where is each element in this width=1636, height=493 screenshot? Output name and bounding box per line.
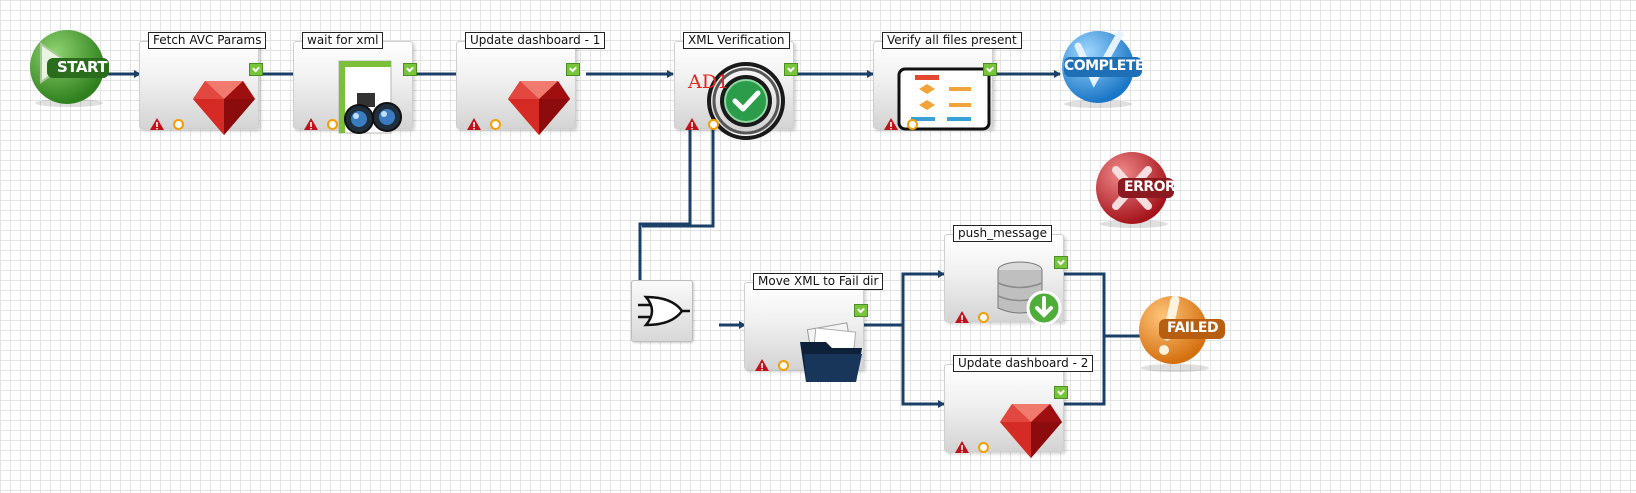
node-label: push_message xyxy=(953,225,1053,242)
output-port[interactable] xyxy=(978,312,989,323)
folder-icon xyxy=(800,322,862,382)
output-port[interactable] xyxy=(708,119,719,130)
complete-terminal[interactable]: COMPLETE xyxy=(1060,28,1180,108)
xml-verification-tag: AD1 xyxy=(688,71,730,93)
warning-icon[interactable] xyxy=(149,117,165,131)
warning-icon[interactable] xyxy=(754,358,770,372)
warning-icon[interactable] xyxy=(883,117,899,131)
wire-move-update2 xyxy=(901,325,945,408)
error-icon xyxy=(1096,152,1174,228)
warning-icon[interactable] xyxy=(684,117,700,131)
node-label: Update dashboard - 1 xyxy=(465,32,606,49)
output-port[interactable] xyxy=(778,360,789,371)
ruby-gem-icon xyxy=(508,81,570,135)
success-port[interactable] xyxy=(1054,256,1068,269)
failed-icon xyxy=(1139,295,1225,372)
success-port[interactable] xyxy=(854,304,868,317)
node-verify-all-files[interactable]: Verify all files present xyxy=(873,32,1022,131)
or-gate-icon xyxy=(638,295,690,327)
output-port[interactable] xyxy=(327,119,338,130)
success-port[interactable] xyxy=(784,63,798,76)
node-label: Update dashboard - 2 xyxy=(953,355,1094,372)
failed-terminal[interactable]: FAILED xyxy=(1137,292,1237,372)
output-port[interactable] xyxy=(173,119,184,130)
green-check-icon xyxy=(707,62,785,140)
node-wait-for-xml[interactable]: wait for xml xyxy=(293,32,417,134)
ruby-gem-icon xyxy=(1000,404,1062,458)
wire-push-failed xyxy=(1060,272,1149,340)
wire-xmlver-or-b xyxy=(642,122,715,228)
node-label: wait for xml xyxy=(302,32,384,49)
node-label: Move XML to Fail dir xyxy=(753,273,884,290)
node-fetch-avc-params[interactable]: Fetch AVC Params xyxy=(139,32,267,135)
warning-icon[interactable] xyxy=(303,117,319,131)
error-terminal[interactable]: ERROR xyxy=(1096,148,1186,228)
node-label: Verify all files present xyxy=(882,32,1022,49)
binoculars-icon xyxy=(338,60,402,134)
wire-move-branch xyxy=(862,270,945,327)
complete-icon xyxy=(1062,30,1142,108)
node-label: XML Verification xyxy=(683,32,790,49)
success-port[interactable] xyxy=(566,63,580,76)
success-port[interactable] xyxy=(1054,386,1068,399)
success-port[interactable] xyxy=(983,63,997,76)
node-update-dashboard-1[interactable]: Update dashboard - 1 xyxy=(456,32,606,135)
node-move-xml-fail[interactable]: Move XML to Fail dir xyxy=(744,273,884,382)
warning-icon[interactable] xyxy=(466,117,482,131)
output-port[interactable] xyxy=(907,119,918,130)
success-port[interactable] xyxy=(403,63,417,76)
success-port[interactable] xyxy=(249,63,263,76)
flowchart-icon xyxy=(897,67,991,131)
wire-update2-failed xyxy=(1060,336,1106,406)
ruby-gem-icon xyxy=(193,81,255,135)
node-label: Fetch AVC Params xyxy=(148,32,267,49)
or-gate[interactable] xyxy=(631,280,693,342)
node-xml-verification[interactable]: XML Verification AD1 xyxy=(674,32,798,140)
node-update-dashboard-2[interactable]: Update dashboard - 2 xyxy=(944,355,1094,458)
output-port[interactable] xyxy=(490,119,501,130)
database-download-icon xyxy=(997,261,1062,326)
warning-icon[interactable] xyxy=(954,440,970,454)
start-terminal[interactable]: START xyxy=(27,27,119,107)
start-icon xyxy=(30,30,109,107)
node-push-message[interactable]: push_message xyxy=(944,225,1068,326)
output-port[interactable] xyxy=(978,442,989,453)
warning-icon[interactable] xyxy=(954,310,970,324)
